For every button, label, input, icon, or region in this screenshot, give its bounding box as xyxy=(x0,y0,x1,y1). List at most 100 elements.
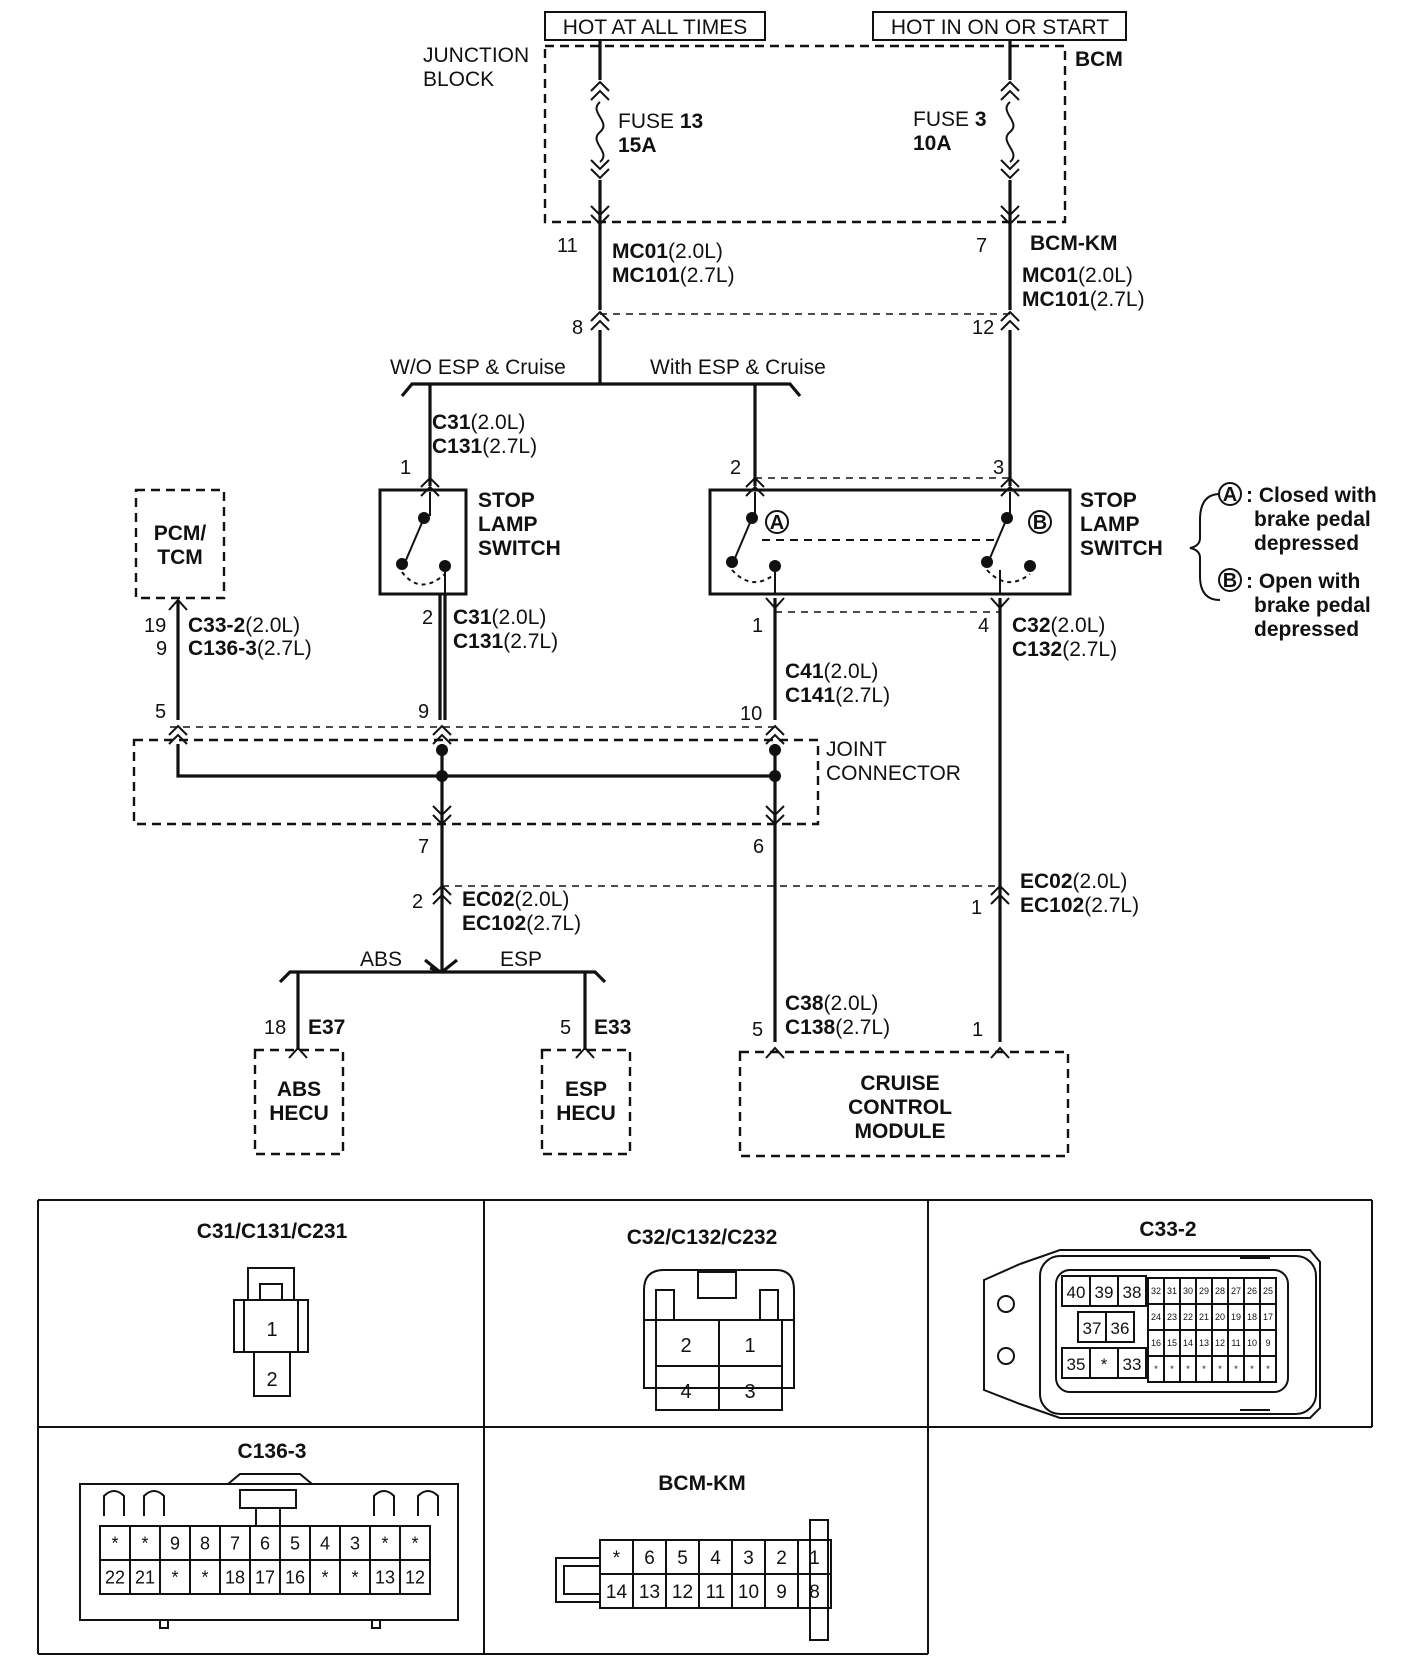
c32-pin: 3 xyxy=(744,1381,755,1403)
c136-pin-label: 9 xyxy=(170,1533,180,1553)
fuse-13: FUSE 13 15A xyxy=(590,40,703,225)
c31-connector-view xyxy=(233,1267,309,1397)
e33-label: E33 xyxy=(594,1016,631,1039)
contact-b-marker: B xyxy=(1033,512,1047,534)
stop-lamp-esp-label-3: SWITCH xyxy=(1080,537,1163,560)
c136-pin-label: 12 xyxy=(405,1567,425,1587)
svg-text:MC01(2.0L): MC01(2.0L) xyxy=(612,240,723,263)
c33-small-pin-label: 23 xyxy=(1167,1312,1177,1322)
c136-pin-label: * xyxy=(171,1567,178,1587)
bcm-km-pin-label: 8 xyxy=(809,1582,820,1603)
stop-lamp-left-label-1: STOP xyxy=(478,489,535,512)
note-b-line-1: : Open with xyxy=(1246,570,1360,593)
c33-small-pin-label: 19 xyxy=(1231,1312,1241,1322)
c33-small-pin-label: 18 xyxy=(1247,1312,1257,1322)
pcm-tcm-box xyxy=(134,488,226,600)
pin-6-jc: 6 xyxy=(753,836,764,858)
c136-pin-label: * xyxy=(381,1533,388,1553)
pin-8: 8 xyxy=(572,317,583,339)
svg-text:C33-2(2.0L): C33-2(2.0L) xyxy=(188,614,300,637)
svg-text:15A: 15A xyxy=(618,134,657,157)
svg-text:10A: 10A xyxy=(913,132,952,155)
stop-lamp-left-label-2: LAMP xyxy=(478,513,538,536)
c33-big-pin-label: 36 xyxy=(1111,1319,1130,1338)
c33-big-cell xyxy=(1105,1311,1135,1343)
c33-big-pin-label: 39 xyxy=(1095,1283,1114,1302)
c33-small-pin-label: 25 xyxy=(1263,1286,1273,1296)
pin-5-ccm: 5 xyxy=(752,1019,763,1041)
c33-big-pin-label: 38 xyxy=(1123,1283,1142,1302)
note-a-line-1: : Closed with xyxy=(1246,484,1377,507)
bcm-km-pin-label: 10 xyxy=(738,1582,759,1603)
ccm-label-3: MODULE xyxy=(855,1120,946,1143)
fuse-3: FUSE 3 10A xyxy=(913,40,1020,225)
bcm-km-pin-label: 1 xyxy=(809,1548,820,1569)
bcm-km-pin-label: 6 xyxy=(644,1548,655,1569)
bcm-km-pin-label: * xyxy=(613,1548,621,1569)
c33-big-pin-label: 33 xyxy=(1123,1355,1142,1374)
c136-view-title: C136-3 xyxy=(238,1440,307,1463)
connector-views-grid xyxy=(37,1199,1373,1655)
c33-2-connector-view xyxy=(983,1249,1321,1419)
c33-small-pin-label: 31 xyxy=(1167,1286,1177,1296)
svg-text:C31(2.0L): C31(2.0L) xyxy=(432,411,525,434)
c33-small-pin-label: 12 xyxy=(1215,1338,1225,1348)
hot-at-all-times-label: HOT AT ALL TIMES xyxy=(544,11,766,41)
e37-label: E37 xyxy=(308,1016,345,1039)
c136-cell xyxy=(399,1559,431,1595)
c33-small-pin-label: 10 xyxy=(1247,1338,1257,1348)
pin-1-ec: 1 xyxy=(971,897,982,919)
stop-lamp-esp-label-2: LAMP xyxy=(1080,513,1140,536)
c33-big-cell xyxy=(1117,1347,1147,1379)
c33-small-pin-label: 29 xyxy=(1199,1286,1209,1296)
esp-hecu-label-1: ESP xyxy=(565,1078,607,1101)
c32-view-title: C32/C132/C232 xyxy=(627,1226,778,1249)
svg-text:C31(2.0L): C31(2.0L) xyxy=(453,606,546,629)
pin-5-jc: 5 xyxy=(155,701,166,723)
pcm-tcm-label-2: TCM xyxy=(157,546,203,569)
bcm-km-connector-view xyxy=(555,1519,829,1641)
bcm-km-pin-label: 14 xyxy=(606,1582,628,1603)
c136-pin-label: 4 xyxy=(320,1533,330,1553)
c31-view-title: C31/C131/C231 xyxy=(197,1220,348,1243)
c136-pin-label: 7 xyxy=(230,1533,240,1553)
bcm-km-view-title: BCM-KM xyxy=(658,1472,745,1495)
pin-19: 19 xyxy=(144,615,166,637)
junction-block-box xyxy=(543,44,1067,224)
c33-small-pin-label: * xyxy=(1234,1364,1238,1374)
c33-small-pin-label: * xyxy=(1266,1364,1270,1374)
c33-small-pin-label: * xyxy=(1170,1364,1174,1374)
stop-lamp-left-label-3: SWITCH xyxy=(478,537,561,560)
bcm-km-label: BCM-KM xyxy=(1030,232,1117,255)
pin-9-jc: 9 xyxy=(418,701,429,723)
c33-small-pin-label: 13 xyxy=(1199,1338,1209,1348)
branch-wo-esp-label: W/O ESP & Cruise xyxy=(390,356,566,379)
c33-small-pin-label: 22 xyxy=(1183,1312,1193,1322)
c33-small-pin-label: * xyxy=(1218,1364,1222,1374)
pin-12: 12 xyxy=(972,317,994,339)
svg-text:C38(2.0L): C38(2.0L) xyxy=(785,992,878,1015)
note-b-line-3: depressed xyxy=(1254,618,1359,641)
esp-hecu-label-2: HECU xyxy=(556,1102,616,1125)
svg-text:HOT AT ALL TIMES: HOT AT ALL TIMES xyxy=(563,16,747,39)
c136-pin-label: 6 xyxy=(260,1533,270,1553)
c33-small-pin-label: * xyxy=(1154,1364,1158,1374)
svg-text:FUSE 13: FUSE 13 xyxy=(618,110,703,133)
ccm-label-2: CONTROL xyxy=(848,1096,952,1119)
c33-small-pin-label: 21 xyxy=(1199,1312,1209,1322)
pin-4-esp: 4 xyxy=(978,615,989,637)
c136-pin-label: 16 xyxy=(285,1567,305,1587)
bcm-label: BCM xyxy=(1075,48,1123,71)
c32-pin: 4 xyxy=(680,1381,691,1403)
pin-7-jc: 7 xyxy=(418,836,429,858)
c136-pin-label: 17 xyxy=(255,1567,275,1587)
c33-small-pin-label: 30 xyxy=(1183,1286,1193,1296)
bcm-km-pin-label: 2 xyxy=(776,1548,787,1569)
c33-small-cell xyxy=(1259,1355,1277,1383)
note-a-line-3: depressed xyxy=(1254,532,1359,555)
branch-esp-label: ESP xyxy=(500,948,542,971)
bcm-km-pin-label: 12 xyxy=(672,1582,693,1603)
c32-pin: 2 xyxy=(680,1335,691,1357)
branch-with-esp-label: With ESP & Cruise xyxy=(650,356,826,379)
